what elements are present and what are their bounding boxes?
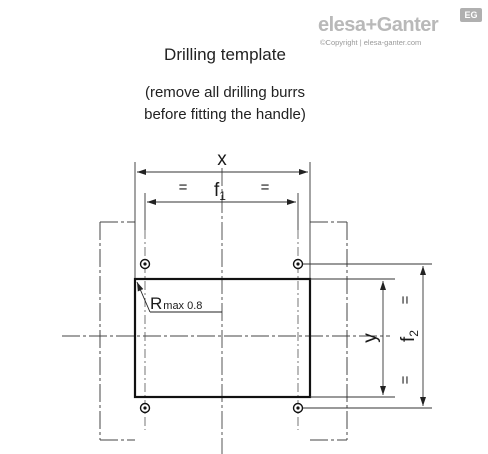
hole-axes — [144, 230, 299, 430]
radius-label: Rmax 0.8 — [150, 294, 202, 313]
dimension-f1-equal-right: = — [261, 179, 270, 196]
diagram-subtitle-line-2: before fitting the handle) — [144, 106, 306, 123]
dimension-f2-label: f2 — [398, 330, 421, 342]
diagram-title: Drilling template — [164, 45, 286, 64]
drill-hole-top-right — [292, 258, 304, 270]
drill-holes — [139, 258, 304, 414]
mounting-surface-outline — [99, 221, 348, 441]
diagram-subtitle-line-1: (remove all drilling burrs — [144, 84, 306, 101]
dimension-f1 — [144, 193, 299, 230]
logo-brand-text: elesa+Ganter — [318, 14, 439, 36]
dimension-f2-equal-top: = — [397, 295, 414, 304]
radius-callout — [136, 281, 222, 313]
dimension-y-label: y — [360, 333, 381, 343]
dimension-f1-equal-left: = — [179, 179, 188, 196]
elesa-ganter-logo: elesa+Ganter EG ©Copyright | elesa-gante… — [318, 8, 484, 48]
logo-badge: EG — [460, 8, 482, 22]
dimension-f1-label: f1 — [214, 180, 226, 203]
drill-hole-bottom-left — [139, 402, 151, 414]
center-lines — [62, 168, 390, 454]
handle-footprint-outline — [133, 277, 312, 399]
logo-copyright: ©Copyright | elesa-ganter.com — [320, 38, 422, 47]
vertical-extension-lines — [303, 263, 432, 409]
dimension-x — [134, 162, 311, 278]
drill-hole-top-left — [139, 258, 151, 270]
dimension-x-label: x — [217, 149, 227, 170]
drill-hole-bottom-right — [292, 402, 304, 414]
dimension-f2-equal-bottom: = — [397, 375, 414, 384]
